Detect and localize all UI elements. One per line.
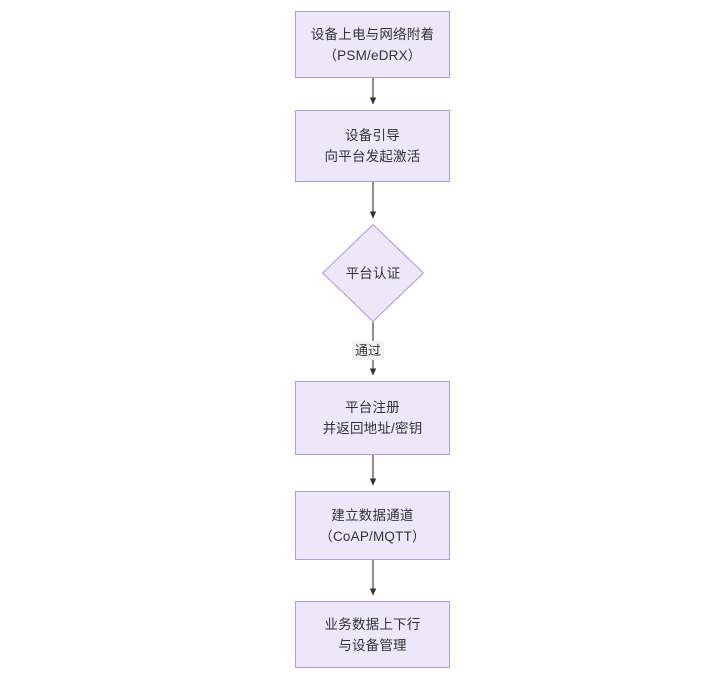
diamond-shape: [322, 224, 424, 322]
node-label: 设备上电与网络附着 （PSM/eDRX）: [310, 26, 435, 63]
node-device-bootstrap[interactable]: 设备引导 向平台发起激活: [295, 110, 450, 182]
node-device-power-on[interactable]: 设备上电与网络附着 （PSM/eDRX）: [295, 11, 450, 78]
node-label: 平台注册 并返回地址/密钥: [322, 400, 423, 436]
node-label: 建立数据通道 （CoAP/MQTT）: [319, 507, 426, 544]
node-business-data[interactable]: 业务数据上下行 与设备管理: [295, 601, 450, 668]
node-label: 设备引导 向平台发起激活: [324, 128, 421, 164]
node-platform-auth-decision[interactable]: 平台认证: [322, 224, 424, 322]
edge-label-pass: 通过: [352, 341, 385, 360]
node-label: 业务数据上下行 与设备管理: [324, 616, 421, 653]
node-platform-register[interactable]: 平台注册 并返回地址/密钥: [295, 381, 450, 455]
node-label: 平台认证: [345, 265, 401, 281]
node-data-channel[interactable]: 建立数据通道 （CoAP/MQTT）: [295, 491, 450, 560]
